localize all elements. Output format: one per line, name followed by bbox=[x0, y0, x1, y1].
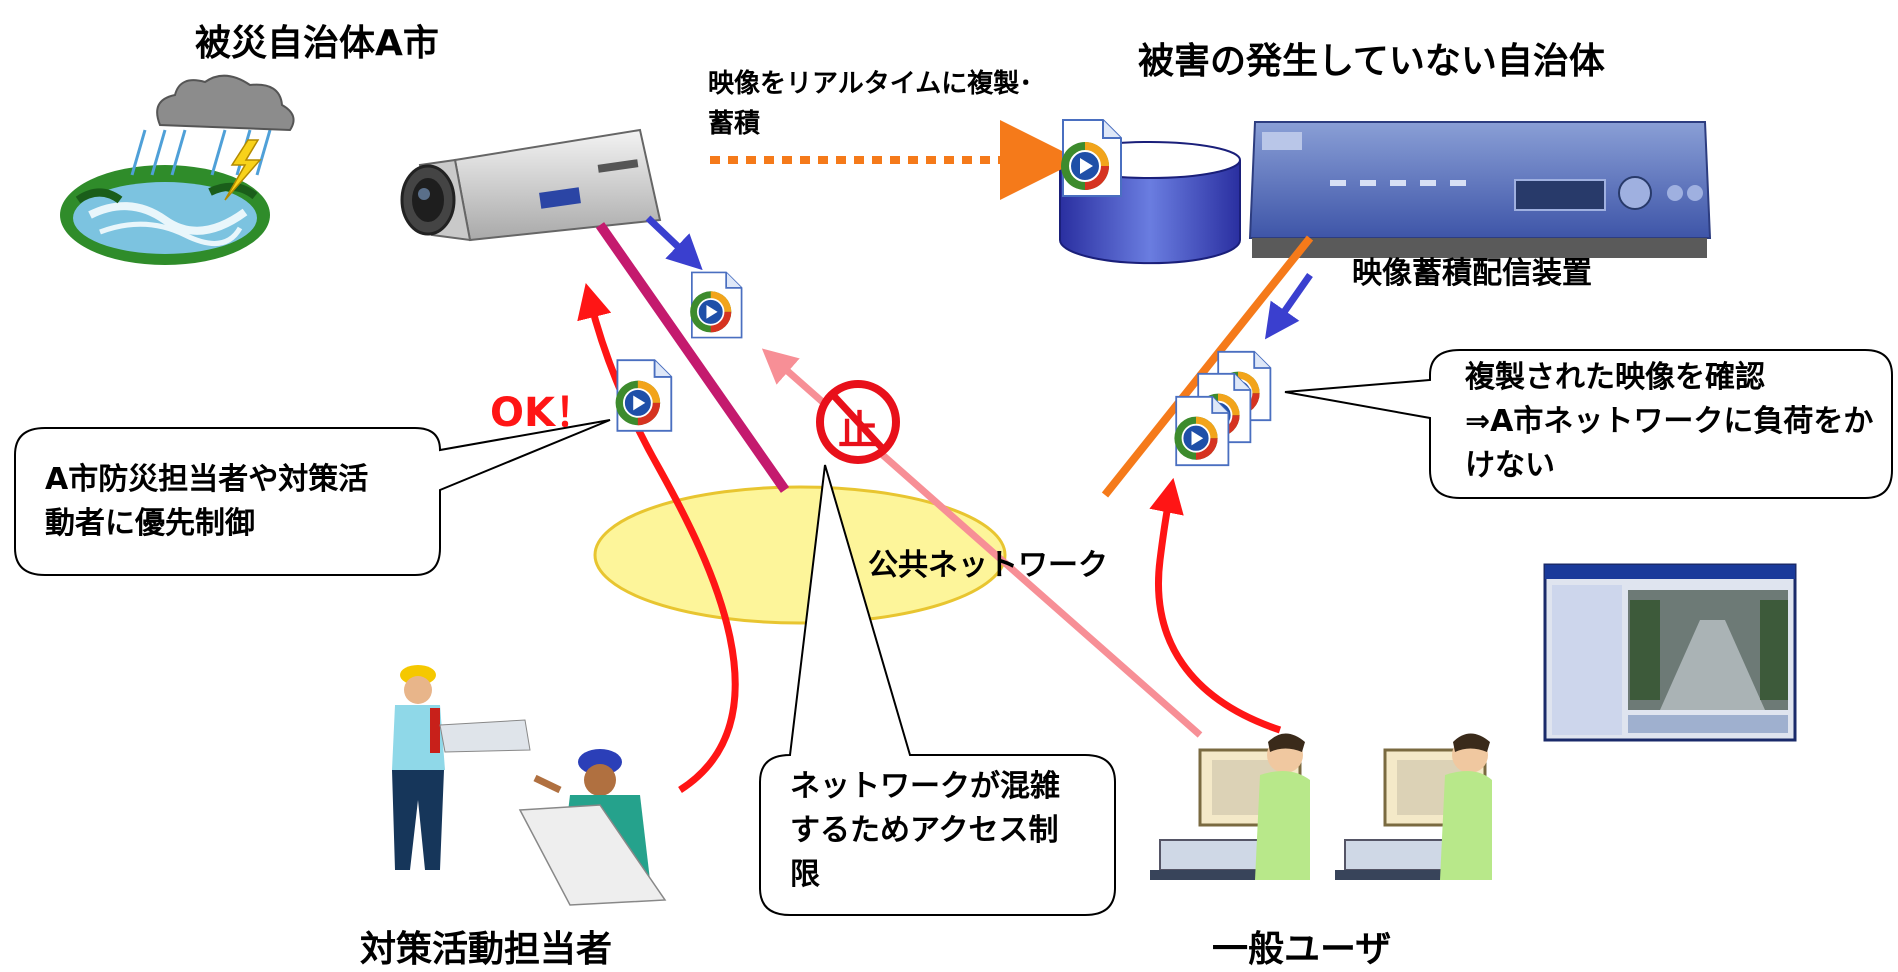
monitor-screenshot-icon bbox=[1543, 563, 1797, 742]
recorder-network-line bbox=[1101, 235, 1314, 498]
restriction-callout-bubble bbox=[759, 464, 1116, 916]
worker-icon bbox=[518, 749, 667, 906]
undamaged-city-title: 被害の発生していない自治体 bbox=[1138, 41, 1605, 82]
disaster-city-title: 被災自治体A市 bbox=[195, 23, 439, 64]
stop-icon bbox=[816, 380, 900, 464]
camera-file-arrow bbox=[645, 215, 703, 271]
user-pc-icon bbox=[1335, 733, 1492, 880]
camera-icon bbox=[400, 128, 662, 242]
recorder-icon bbox=[1248, 121, 1712, 258]
public-network-label: 公共ネットワーク bbox=[868, 548, 1108, 583]
public-network-ellipse bbox=[593, 485, 1007, 625]
priority-callout-text: A市防災担当者や対策活動者に優先制御 bbox=[45, 462, 369, 541]
storm-icon bbox=[60, 74, 295, 265]
responders-label: 対策活動担当者 bbox=[360, 929, 613, 970]
general-users-label: 一般ユーザ bbox=[1212, 929, 1392, 970]
camera-network-line bbox=[595, 222, 790, 493]
ok-mark: OK！ bbox=[490, 390, 595, 436]
confirm-callout-text: 複製された映像を確認 ⇒A市ネットワークに負荷をかけない bbox=[1465, 360, 1874, 483]
confirm-callout-bubble bbox=[1284, 349, 1893, 499]
restriction-callout-text: ネットワークが混雑するためアクセス制限 bbox=[790, 769, 1060, 892]
video-file-icon bbox=[614, 359, 673, 432]
video-file-icon bbox=[1173, 395, 1230, 467]
stop-mark-text: 止 bbox=[838, 408, 878, 454]
user-pc-icon bbox=[1150, 733, 1310, 880]
priority-callout-bubble bbox=[14, 419, 611, 576]
responder-access-arrow bbox=[577, 283, 739, 793]
video-file-icon bbox=[1060, 119, 1122, 197]
worker-icon bbox=[392, 665, 531, 870]
replicate-label: 映像をリアルタイムに複製･蓄積 bbox=[708, 69, 1033, 139]
video-file-icon bbox=[689, 271, 743, 339]
storage-device-label: 映像蓄積配信装置 bbox=[1352, 256, 1592, 291]
recorder-file-arrow bbox=[1264, 272, 1313, 340]
user-access-arrow bbox=[1149, 477, 1282, 734]
